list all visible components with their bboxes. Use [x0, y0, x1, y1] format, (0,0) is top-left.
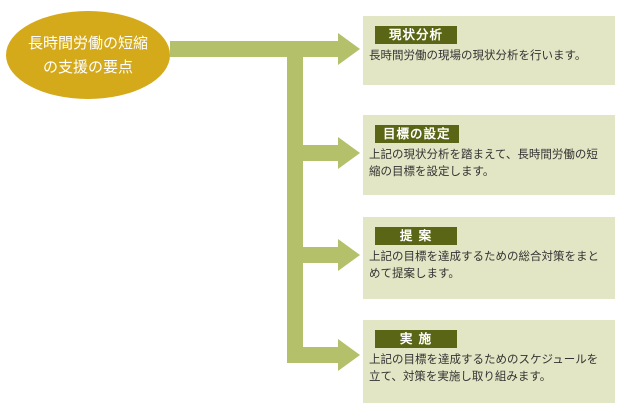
step-box-proposal: 提 案 上記の目標を達成するための総合対策をまとめて提案します。 [363, 217, 615, 299]
trunk-horizontal [170, 41, 340, 57]
center-topic-line1: 長時間労働の短縮 [27, 34, 148, 52]
center-topic-oval: 長時間労働の短縮 の支援の要点 [6, 11, 170, 99]
branch-4 [287, 347, 340, 363]
step-box-implementation: 実 施 上記の目標を達成するためのスケジュールを立て、対策を実施し取り組みます。 [363, 320, 615, 403]
branch-2 [287, 145, 340, 161]
arrow-head-4 [338, 339, 360, 371]
step-box-goal: 目標の設定 上記の現状分析を踏まえて、長時間労働の短縮の目標を設定します。 [363, 115, 615, 195]
step-description: 上記の現状分析を踏まえて、長時間労働の短縮の目標を設定します。 [369, 147, 598, 178]
arrow-head-3 [338, 239, 360, 271]
step-box-analysis: 現状分析 長時間労働の現場の現状分析を行います。 [363, 16, 615, 85]
branch-3 [287, 247, 340, 263]
step-title: 現状分析 [375, 26, 457, 44]
step-description: 長時間労働の現場の現状分析を行います。 [369, 48, 587, 62]
step-description: 上記の目標を達成するためのスケジュールを立て、対策を実施し取り組みます。 [369, 352, 599, 383]
arrow-head-2 [338, 137, 360, 169]
step-title: 実 施 [375, 330, 457, 348]
step-title: 目標の設定 [375, 125, 459, 143]
arrow-head-1 [338, 33, 360, 65]
trunk-vertical [287, 49, 303, 363]
step-title: 提 案 [375, 227, 457, 245]
center-topic-line2: の支援の要点 [42, 58, 133, 76]
step-description: 上記の目標を達成するための総合対策をまとめて提案します。 [369, 249, 599, 280]
